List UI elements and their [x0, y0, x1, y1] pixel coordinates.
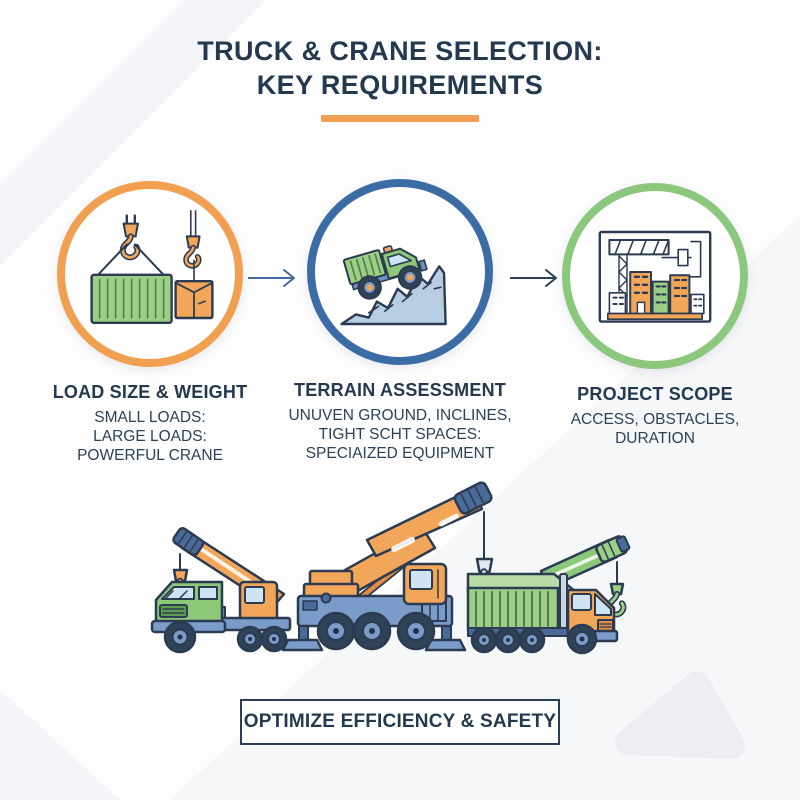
arrow-right-icon	[508, 266, 564, 295]
page-title-line1: TRUCK & CRANE SELECTION:	[197, 36, 603, 66]
step-line: UNUVEN GROUND, INCLINES,	[288, 407, 512, 424]
step-line: TIGHT SCHT SPACES:	[318, 426, 482, 443]
step-line: LARGE LOADS:	[93, 428, 207, 445]
step-circle-green	[562, 183, 748, 369]
step-line: SPECIAIZED EQUIPMENT	[305, 445, 495, 462]
step-circle-blue	[307, 179, 493, 365]
page-title-line2: KEY REQUIREMENTS	[256, 70, 544, 100]
hanging-container-and-crate-icon	[90, 210, 214, 324]
mobile-crane	[281, 481, 497, 652]
boom-truck	[150, 527, 292, 654]
step-line: POWERFUL CRANE	[77, 447, 223, 464]
step-heading: LOAD SIZE & WEIGHT	[52, 382, 248, 402]
step-terrain-text: TERRAIN ASSESSMENT UNUVEN GROUND, INCLIN…	[275, 380, 525, 463]
banner-label: OPTIMIZE EFFICIENCY & SAFETY	[243, 711, 557, 732]
banner-box: OPTIMIZE EFFICIENCY & SAFETY	[240, 699, 560, 745]
step-heading: TERRAIN ASSESSMENT	[294, 380, 506, 400]
step-circle-orange	[57, 181, 243, 367]
construction-site-plan-icon	[598, 230, 712, 323]
step-load-size-text: LOAD SIZE & WEIGHT SMALL LOADS: LARGE LO…	[25, 382, 275, 465]
step-project-scope: PROJECT SCOPE ACCESS, OBSTACLES, DURATIO…	[530, 183, 780, 448]
page-title: TRUCK & CRANE SELECTION: KEY REQUIREMENT…	[0, 34, 800, 102]
step-line: DURATION	[615, 430, 695, 447]
step-line: SMALL LOADS:	[94, 409, 206, 426]
step-project-scope-text: PROJECT SCOPE ACCESS, OBSTACLES, DURATIO…	[530, 384, 780, 448]
step-load-size: LOAD SIZE & WEIGHT SMALL LOADS: LARGE LO…	[25, 181, 275, 465]
title-underline	[321, 115, 479, 122]
arrow-right-icon	[246, 266, 302, 295]
step-line: ACCESS, OBSTACLES,	[570, 411, 740, 428]
step-heading: PROJECT SCOPE	[577, 384, 733, 404]
step-terrain: TERRAIN ASSESSMENT UNUVEN GROUND, INCLIN…	[275, 179, 525, 463]
crane-truck-illustration	[120, 468, 680, 673]
crane-dump-truck	[466, 535, 631, 655]
dump-truck-on-incline-icon	[340, 245, 447, 326]
